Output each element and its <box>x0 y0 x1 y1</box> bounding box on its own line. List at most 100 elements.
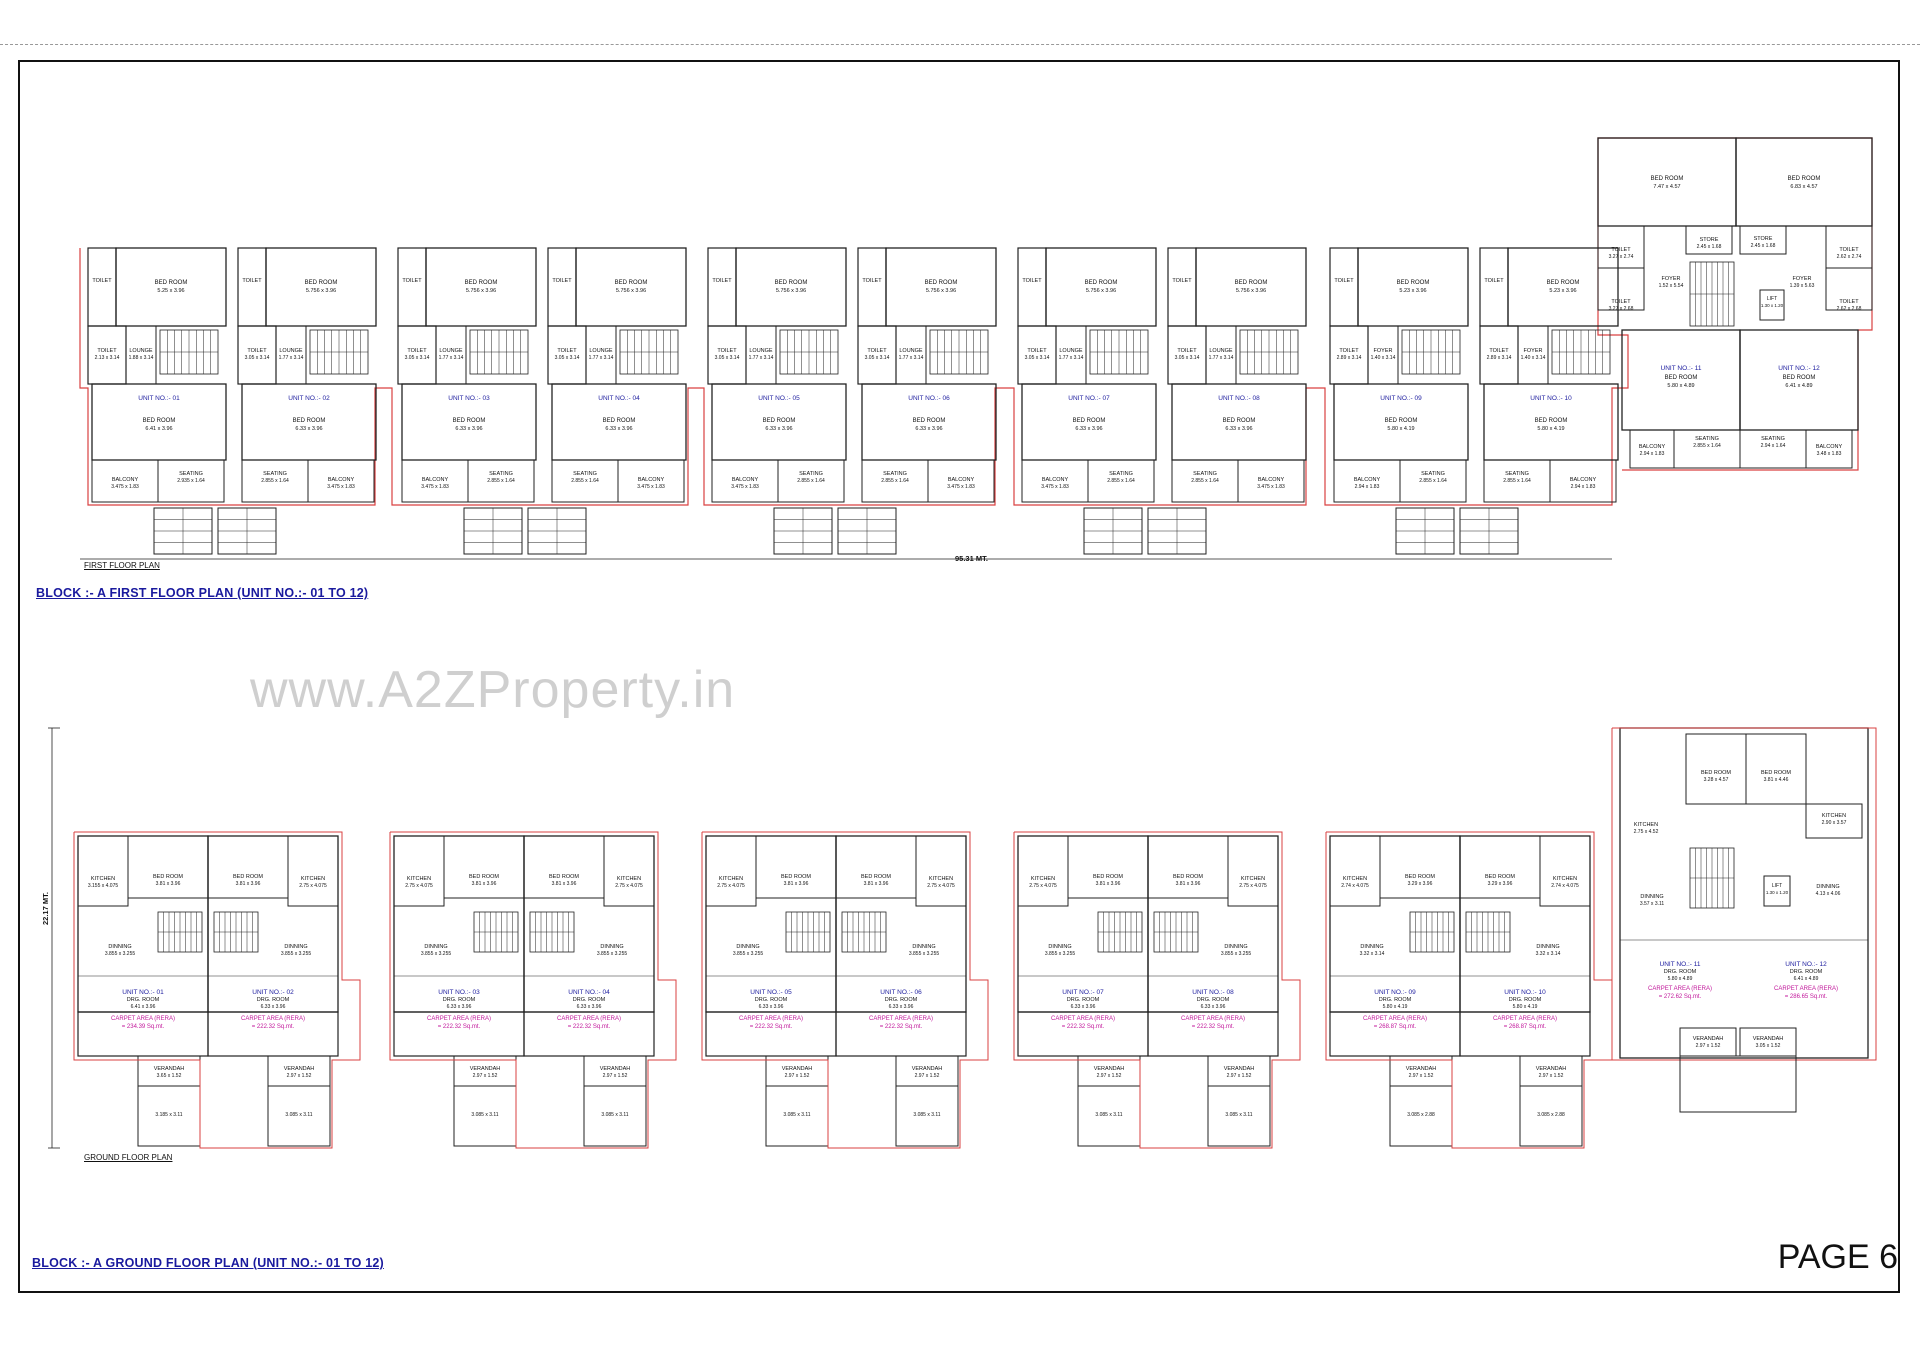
gf-kitchen-dim: 2.75 x 4.075 <box>299 883 327 889</box>
ff-toilet-dim: 2.89 x 3.14 <box>1337 355 1362 361</box>
gf-kitchen-dim: 2.75 x 4.075 <box>927 883 955 889</box>
ff-corner-seating-12-label: SEATING <box>1761 436 1785 442</box>
gf-corner-verandah-11-dim: 2.97 x 1.52 <box>1696 1043 1721 1049</box>
ff-top-bedroom-dim: 5.756 x 3.96 <box>1086 288 1116 294</box>
gf-corner-dining-a-dim: 3.57 x 3.11 <box>1640 901 1665 907</box>
ff-toilet-label: TOILET <box>557 348 577 354</box>
ff-top-bedroom <box>115 247 227 327</box>
gf-drg-label: DRG. ROOM <box>1379 997 1412 1003</box>
gf-kitchen <box>1329 835 1381 907</box>
ff-seating <box>1171 459 1239 503</box>
ff-corner-bed-12-dim: 6.41 x 4.89 <box>1785 383 1812 389</box>
gf-bedroom-label: BED ROOM <box>1173 874 1203 880</box>
gf-dining-label: DINNING <box>1536 944 1559 950</box>
gf-verandah-dim: 2.97 x 1.52 <box>1227 1073 1252 1079</box>
ff-toilet-dim: 3.05 x 3.14 <box>405 355 430 361</box>
gf-bedroom-label: BED ROOM <box>1405 874 1435 880</box>
gf-parking-dim: 3.085 x 3.11 <box>783 1112 810 1118</box>
ff-seating-label: SEATING <box>1421 471 1445 477</box>
gf-corner-carpet-12-val: = 286.65 Sq.mt. <box>1785 994 1828 1000</box>
gf-bedroom <box>1147 835 1229 899</box>
gf-kitchen-label: KITCHEN <box>1553 876 1577 882</box>
gf-parking-dim: 3.085 x 3.11 <box>1225 1112 1252 1118</box>
gf-dining-dim: 3.32 x 3.14 <box>1360 951 1385 957</box>
gf-verandah-dim: 2.97 x 1.52 <box>1097 1073 1122 1079</box>
gf-corner-parking <box>1679 1055 1797 1113</box>
ff-lounge-dim: 1.77 x 3.14 <box>749 355 774 361</box>
ff-toilet-top <box>1329 247 1359 327</box>
ff-balcony-label: BALCONY <box>1570 477 1597 483</box>
gf-bedroom-label: BED ROOM <box>549 874 579 880</box>
ff-corner-balcony-12 <box>1805 429 1853 469</box>
gf-corner-drg-11-label: DRG. ROOM <box>1664 969 1697 975</box>
gf-bedroom-label: BED ROOM <box>153 874 183 880</box>
ff-corner-store-a-dim: 2.45 x 1.68 <box>1697 244 1722 250</box>
ff-top-bedroom-dim: 5.756 x 3.96 <box>466 288 496 294</box>
gf-bedroom <box>207 835 289 899</box>
gf-dining-dim: 3.855 x 3.255 <box>1045 951 1076 957</box>
gf-parking-dim: 3.085 x 3.11 <box>285 1112 312 1118</box>
gf-dining-label: DINNING <box>424 944 447 950</box>
ff-lounge-dim: 1.77 x 3.14 <box>1209 355 1234 361</box>
gf-dining-dim: 3.855 x 3.255 <box>909 951 940 957</box>
ff-lounge-label: LOUNGE <box>129 348 153 354</box>
ff-corner-toilet-a-dim: 3.27 x 2.74 <box>1609 254 1634 260</box>
gf-verandah-label: VERANDAH <box>1406 1066 1437 1072</box>
ff-lounge-dim: 1.40 x 3.14 <box>1521 355 1546 361</box>
ff-bedroom-label: BED ROOM <box>293 418 326 424</box>
ff-toilet-dim: 3.05 x 3.14 <box>865 355 890 361</box>
ff-bedroom-label: BED ROOM <box>1385 418 1418 424</box>
gf-pair-outline <box>73 831 361 1149</box>
gf-corner-drg-12-label: DRG. ROOM <box>1790 969 1823 975</box>
gf-bedroom <box>443 835 525 899</box>
gf-unit-label: UNIT NO.:- 08 <box>1192 989 1234 996</box>
ff-toilet-top-label: TOILET <box>862 278 882 284</box>
gf-kitchen <box>1539 835 1591 907</box>
gf-carpet-value: = 222.32 Sq.mt. <box>438 1024 481 1030</box>
gf-bedroom <box>1067 835 1149 899</box>
gf-kitchen-dim: 2.75 x 4.075 <box>1239 883 1267 889</box>
ff-lounge-label: LOUNGE <box>749 348 773 354</box>
gf-carpet-value: = 222.32 Sq.mt. <box>1062 1024 1105 1030</box>
ff-corner-foyer-a-label: FOYER <box>1662 276 1681 282</box>
ff-top-bedroom-dim: 5.756 x 3.96 <box>776 288 806 294</box>
ff-corner-toilet-c-label: TOILET <box>1839 247 1859 253</box>
ff-corner-bed-right-dim: 6.83 x 4.57 <box>1790 184 1817 190</box>
gf-parking-dim: 3.085 x 3.11 <box>601 1112 628 1118</box>
gf-parking <box>583 1085 647 1147</box>
ff-lounge-dim: 1.77 x 3.14 <box>1059 355 1084 361</box>
ff-top-bedroom <box>1357 247 1469 327</box>
gf-verandah-label: VERANDAH <box>470 1066 501 1072</box>
gf-verandah-dim: 2.97 x 1.52 <box>473 1073 498 1079</box>
ff-balcony-dim: 3.475 x 1.83 <box>1041 484 1069 490</box>
gf-carpet-label: CARPET AREA (RERA) <box>427 1016 491 1022</box>
gf-corner-verandah-12-dim: 3.05 x 1.52 <box>1756 1043 1781 1049</box>
gf-unit-box <box>1017 835 1149 1013</box>
ff-bedroom-label: BED ROOM <box>603 418 636 424</box>
gf-verandah-label: VERANDAH <box>284 1066 315 1072</box>
ff-toilet-top-label: TOILET <box>402 278 422 284</box>
page-number: PAGE 6 <box>1777 1238 1898 1276</box>
gf-carpet-label: CARPET AREA (RERA) <box>869 1016 933 1022</box>
gf-dining-dim: 3.855 x 3.255 <box>105 951 136 957</box>
gf-kitchen-label: KITCHEN <box>1031 876 1055 882</box>
ff-corner-unit-12: UNIT NO.:- 12 <box>1778 365 1820 372</box>
ff-toilet-dim: 3.05 x 3.14 <box>555 355 580 361</box>
gf-unit-label: UNIT NO.:- 01 <box>122 989 164 996</box>
ff-seating-label: SEATING <box>1193 471 1217 477</box>
ff-bedroom-dim: 6.33 x 3.96 <box>605 426 632 432</box>
gf-bedroom-label: BED ROOM <box>233 874 263 880</box>
ff-bedroom-label: BED ROOM <box>143 418 176 424</box>
gf-drg-label: DRG. ROOM <box>573 997 606 1003</box>
gf-drg-dim: 6.33 x 3.96 <box>889 1004 914 1010</box>
gf-unit-box <box>1147 835 1279 1013</box>
ff-corner-foyer-a-dim: 1.52 x 5.54 <box>1659 283 1684 289</box>
ff-balcony-dim: 3.475 x 1.83 <box>327 484 355 490</box>
ff-seating-label: SEATING <box>883 471 907 477</box>
gf-kitchen <box>287 835 339 907</box>
ff-lounge-dim: 1.88 x 3.14 <box>129 355 154 361</box>
ff-seating-dim: 2.855 x 1.64 <box>261 478 289 484</box>
ff-toilet-label: TOILET <box>1177 348 1197 354</box>
ff-corner-bed-12-label: BED ROOM <box>1783 375 1816 381</box>
